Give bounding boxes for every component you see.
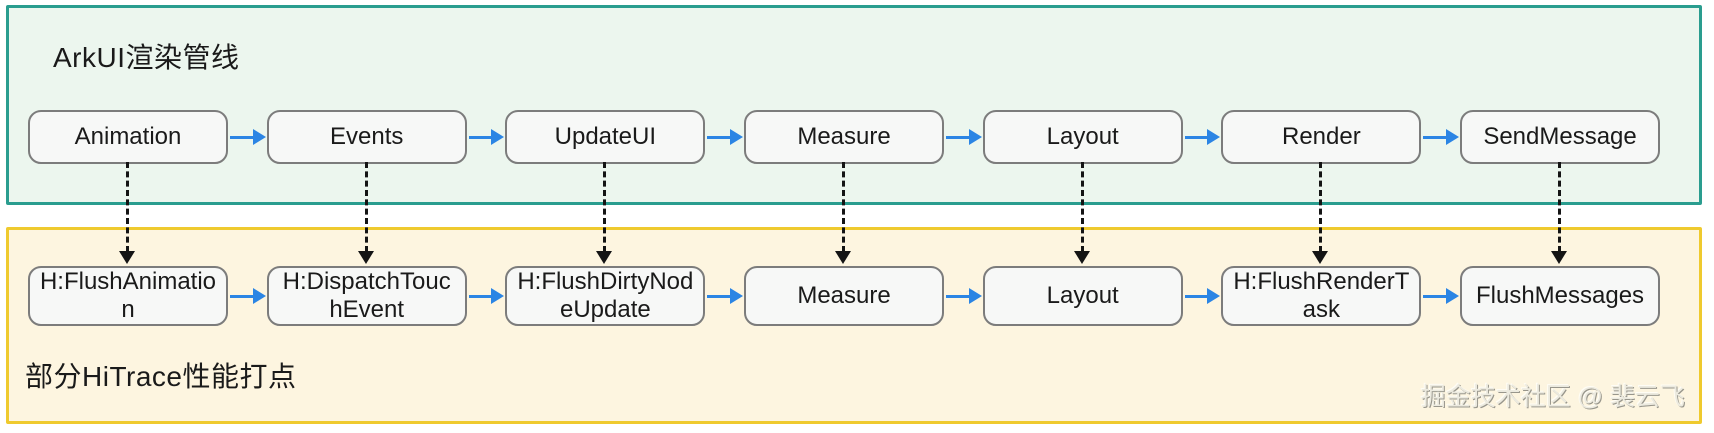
trace-dashed-arrow-icon (1073, 162, 1090, 264)
arkui-pipeline-row: Animation Events UpdateUI Measure Layout… (28, 110, 1661, 264)
node-label: FlushMessages (1475, 282, 1645, 310)
node-label: SendMessage (1483, 123, 1637, 151)
flow-arrow-icon (468, 294, 502, 298)
node-label: H:FlushRenderTask (1233, 268, 1410, 323)
flow-arrow-icon (1184, 294, 1218, 298)
node-label: Layout (1046, 282, 1119, 310)
node-flush-dirty-node-update: H:FlushDirtyNodeUpdate (505, 266, 706, 326)
flow-arrow-icon (1184, 135, 1218, 139)
node-dispatch-touch-event: H:DispatchTouchEvent (266, 266, 467, 326)
flow-arrow-icon (230, 135, 263, 139)
node-label: Events (329, 123, 404, 151)
node-label: Render (1282, 123, 1361, 151)
flow-arrow-icon (707, 135, 741, 139)
arkui-panel-title: ArkUI渲染管线 (53, 42, 240, 73)
node-events: Events (266, 110, 467, 264)
node-flush-animation: H:FlushAnimation (28, 266, 228, 326)
flow-arrow-icon (230, 294, 263, 298)
trace-dashed-arrow-icon (835, 162, 852, 264)
flow-arrow-icon (946, 294, 979, 298)
node-flush-render-task: H:FlushRenderTask (1221, 266, 1422, 326)
node-layout-trace: Layout (982, 266, 1183, 326)
node-animation: Animation (28, 110, 228, 264)
trace-dashed-arrow-icon (1551, 162, 1568, 264)
node-label: UpdateUI (554, 123, 657, 151)
node-measure: Measure (744, 110, 945, 264)
trace-dashed-arrow-icon (596, 162, 613, 264)
flow-arrow-icon (707, 294, 741, 298)
node-flush-messages: FlushMessages (1460, 266, 1661, 326)
trace-dashed-arrow-icon (357, 162, 374, 264)
trace-dashed-arrow-icon (1312, 162, 1329, 264)
node-updateui: UpdateUI (505, 110, 706, 264)
node-sendmessage: SendMessage (1460, 110, 1661, 264)
node-layout: Layout (982, 110, 1183, 264)
flow-arrow-icon (946, 135, 979, 139)
node-label: Measure (797, 282, 891, 310)
flow-arrow-icon (468, 135, 502, 139)
node-render: Render (1221, 110, 1422, 264)
node-label: H:FlushDirtyNodeUpdate (517, 268, 694, 323)
arkui-pipeline-panel: ArkUI渲染管线 (6, 5, 1702, 205)
trace-dashed-arrow-icon (119, 162, 135, 264)
node-measure-trace: Measure (744, 266, 945, 326)
node-label: H:FlushAnimation (39, 268, 217, 323)
flow-arrow-icon (1423, 294, 1457, 298)
node-label: Animation (74, 123, 182, 151)
watermark: 掘金技术社区 @ 裴云飞 (1420, 383, 1685, 411)
hitrace-row: H:FlushAnimation H:DispatchTouchEvent H:… (28, 266, 1661, 326)
flow-arrow-icon (1423, 135, 1457, 139)
hitrace-panel-title: 部分HiTrace性能打点 (25, 361, 297, 392)
node-label: H:DispatchTouchEvent (282, 268, 451, 323)
node-label: Layout (1046, 123, 1119, 151)
node-label: Measure (797, 123, 891, 151)
